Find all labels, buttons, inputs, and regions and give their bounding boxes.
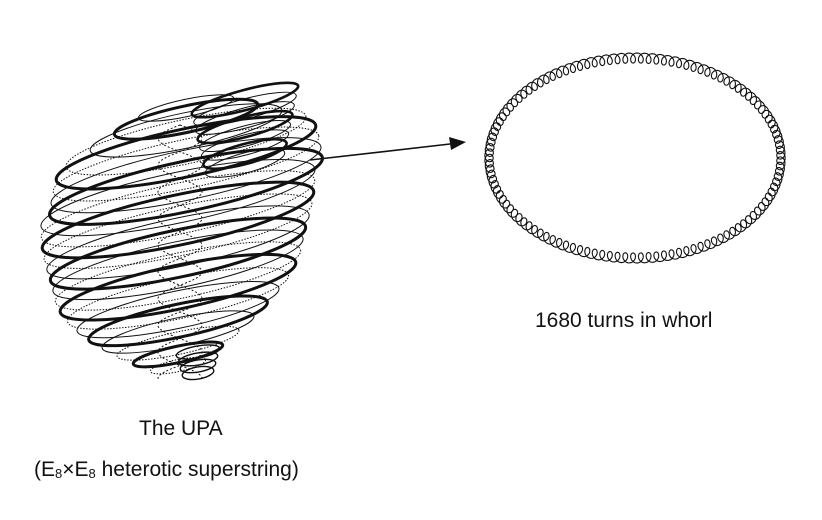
upa-ring (204, 148, 286, 178)
upa-ring (58, 252, 298, 322)
upa-ring (177, 351, 219, 367)
upa-ring (48, 146, 324, 226)
upa-caption: The UPA (139, 417, 223, 440)
whorl-ring (484, 52, 786, 264)
upa-ring (40, 158, 316, 237)
arrow-to-whorl (309, 137, 466, 161)
upa-ring (54, 115, 318, 191)
upa-ring (175, 344, 221, 360)
upa-ring (43, 193, 313, 269)
upa-ring (116, 325, 240, 361)
upa-heart-structure (40, 81, 324, 381)
upa-ring (52, 126, 320, 202)
upa-ring (199, 119, 291, 153)
upa-ring (196, 109, 294, 145)
upa-ring (87, 294, 269, 348)
upa-ring (202, 137, 288, 171)
upa-ring (52, 229, 304, 301)
upa-ring (179, 358, 217, 374)
upa-ring (65, 107, 307, 176)
upa-ring (48, 216, 308, 291)
upa-ring (40, 180, 316, 260)
upa-subcaption: (E8×E8 heterotic superstring) (34, 458, 299, 481)
upa-ring (195, 101, 295, 135)
whorl-caption: 1680 turns in whorl (535, 309, 713, 332)
upa-ring (40, 170, 316, 248)
upa-ring (54, 241, 302, 311)
upa-ring (66, 267, 290, 330)
upa-ring (46, 205, 310, 280)
whorl-coil (484, 52, 786, 264)
upa-ring (190, 81, 300, 119)
upa-ring (50, 137, 322, 214)
upa-ring (131, 340, 225, 369)
upa-ring (193, 91, 297, 127)
upa-ring (181, 365, 215, 381)
upa-ring (200, 129, 290, 161)
upa-ring (76, 280, 280, 339)
